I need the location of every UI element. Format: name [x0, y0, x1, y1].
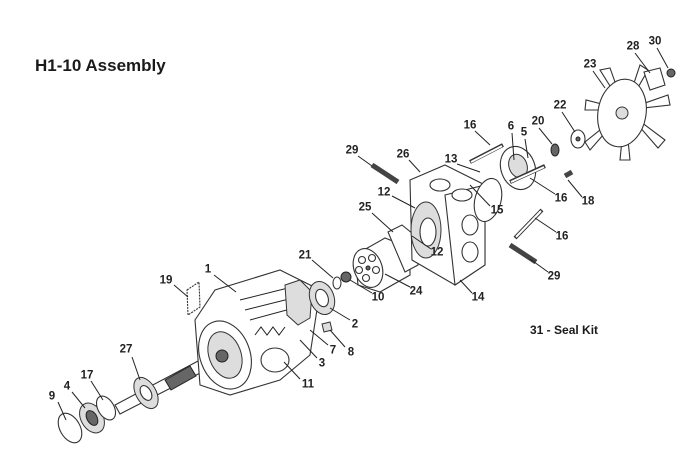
charge-pump-gear [284, 279, 313, 326]
o-ring-17 [95, 395, 117, 421]
callout-8: 8 [347, 346, 355, 359]
callout-19: 19 [159, 274, 173, 287]
callout-12-lower: 12 [430, 246, 444, 259]
callout-15: 15 [490, 204, 504, 217]
callout-16-bottom: 16 [555, 230, 569, 243]
bearing-2 [308, 281, 336, 315]
callout-11: 11 [301, 378, 315, 391]
retaining-ring [57, 412, 83, 444]
callout-30: 30 [648, 35, 662, 48]
callout-27: 27 [119, 343, 133, 356]
callout-21: 21 [298, 249, 312, 262]
callout-7: 7 [329, 344, 337, 357]
callout-4: 4 [63, 380, 71, 393]
nut-20 [550, 143, 560, 157]
charge-pump-cover [499, 145, 537, 191]
seal-kit-label: 31 - Seal Kit [530, 323, 599, 337]
gasket [186, 280, 201, 317]
callout-6: 6 [507, 120, 515, 133]
leader-lines [57, 47, 669, 421]
callout-16-middle: 16 [554, 192, 568, 205]
o-ring-21 [332, 276, 342, 290]
callout-25: 25 [358, 201, 372, 214]
callout-17: 17 [80, 369, 94, 382]
callout-5: 5 [520, 126, 528, 139]
shaft-seal [133, 376, 159, 410]
callout-14: 14 [471, 291, 485, 304]
callout-24: 24 [409, 285, 423, 298]
cooling-fan [584, 64, 671, 161]
callout-28: 28 [626, 40, 640, 53]
callout-26: 26 [396, 148, 410, 161]
callout-29-right: 29 [547, 270, 561, 283]
valve-plate-11 [260, 347, 290, 373]
washer-22 [570, 129, 586, 149]
fan-plate-28 [643, 67, 666, 91]
nut-30 [666, 68, 676, 78]
spring-10 [340, 271, 352, 283]
callout-29-left: 29 [345, 144, 359, 157]
callout-10: 10 [371, 291, 385, 304]
callout-20: 20 [531, 115, 545, 128]
bolt-18 [563, 169, 574, 179]
callout-13: 13 [444, 153, 458, 166]
callout-2: 2 [351, 318, 359, 331]
center-section [409, 164, 486, 286]
callout-23: 23 [583, 58, 597, 71]
callout-3: 3 [318, 357, 326, 370]
o-ring-15 [473, 177, 503, 223]
callout-16-top: 16 [463, 119, 477, 132]
diagram-title: H1-10 Assembly [35, 56, 166, 75]
input-shaft [114, 359, 207, 415]
callout-12-upper: 12 [377, 186, 391, 199]
fitting-29a [370, 162, 400, 185]
callout-9: 9 [48, 390, 56, 403]
callout-18: 18 [581, 195, 595, 208]
callout-22: 22 [553, 99, 567, 112]
nut-8 [321, 321, 333, 333]
callout-1: 1 [204, 263, 212, 276]
fitting-29b [508, 242, 538, 265]
